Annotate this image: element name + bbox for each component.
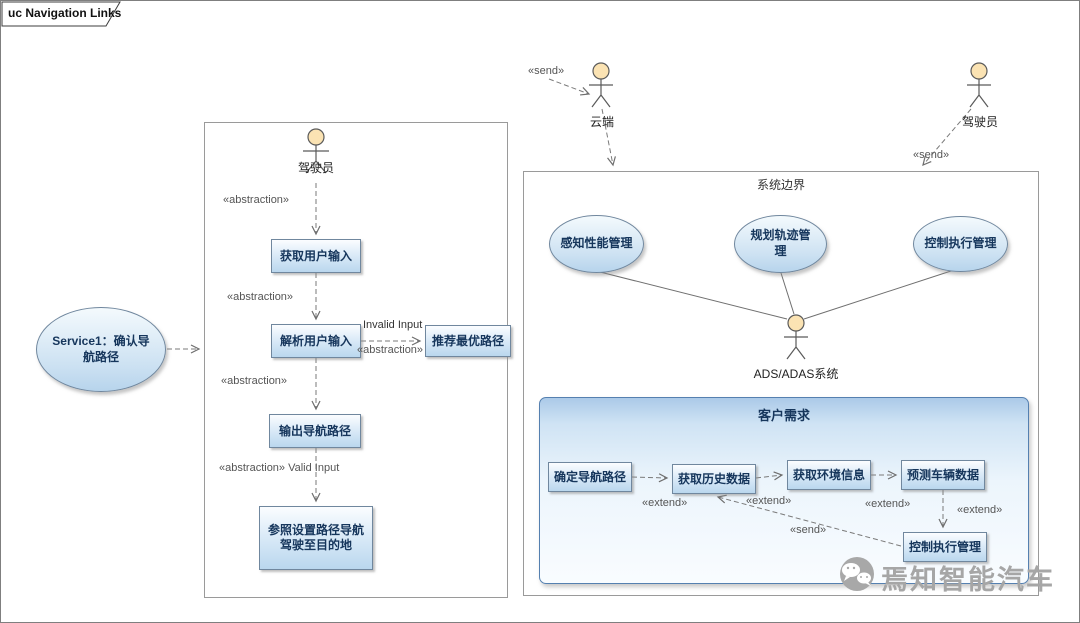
driver2-actor-icon	[967, 62, 991, 108]
extend-label-3: «extend»	[865, 498, 911, 510]
system-boundary-frame	[523, 171, 1039, 596]
box-get-env-info: 获取环境信息	[787, 460, 871, 490]
cloud-actor-label: 云端	[589, 115, 614, 129]
invalid-input-label: Invalid Input	[363, 319, 423, 331]
cloud-actor-icon	[589, 62, 613, 108]
abstraction-valid-label: «abstraction» Valid Input	[219, 462, 340, 474]
box-determine-nav-path: 确定导航路径	[548, 462, 632, 492]
box-control-execution: 控制执行管理	[903, 532, 987, 562]
abstraction-label-3: «abstraction»	[221, 375, 288, 387]
box-get-user-input: 获取用户输入	[271, 239, 361, 273]
cloud-send-label: «send»	[528, 65, 565, 77]
ads-actor-label: ADS/ADAS系统	[753, 367, 839, 381]
frame-tab-label: uc Navigation Links	[8, 6, 122, 20]
send-to-cloud-arrow	[548, 78, 591, 96]
box-drive-to-destination: 参照设置路径导航驾驶至目的地	[259, 506, 373, 570]
usecase-control-mgmt: 控制执行管理	[913, 216, 1008, 272]
usecase-service1: Service1：确认导航路径	[36, 307, 166, 392]
system-boundary-title: 系统边界	[756, 178, 805, 192]
abstraction-label-2: «abstraction»	[227, 291, 294, 303]
customer-panel-title: 客户需求	[757, 408, 810, 423]
watermark-text: 焉知智能汽车	[881, 565, 1055, 595]
send-label-panel: «send»	[790, 524, 827, 536]
extend-label-2: «extend»	[746, 495, 792, 507]
usecase-perception-mgmt: 感知性能管理	[549, 215, 644, 273]
navigation-activity-frame	[204, 122, 508, 598]
box-predict-vehicle-data: 预测车辆数据	[901, 460, 985, 490]
usecase-planning-mgmt: 规划轨迹管理	[734, 215, 827, 273]
box-get-history-data: 获取历史数据	[672, 464, 756, 494]
box-output-nav-path: 输出导航路径	[269, 414, 361, 448]
driver2-send-label: «send»	[913, 149, 950, 161]
box-recommend-best-path: 推荐最优路径	[425, 325, 511, 357]
extend-label-4: «extend»	[957, 504, 1003, 516]
abstraction-label-invalid: «abstraction»	[357, 344, 424, 356]
driver2-actor-label: 驾驶员	[961, 115, 998, 129]
driver-actor-label: 驾驶员	[297, 161, 334, 175]
box-parse-user-input: 解析用户输入	[271, 324, 361, 358]
extend-label-1: «extend»	[642, 497, 688, 509]
abstraction-label-1: «abstraction»	[223, 194, 290, 206]
